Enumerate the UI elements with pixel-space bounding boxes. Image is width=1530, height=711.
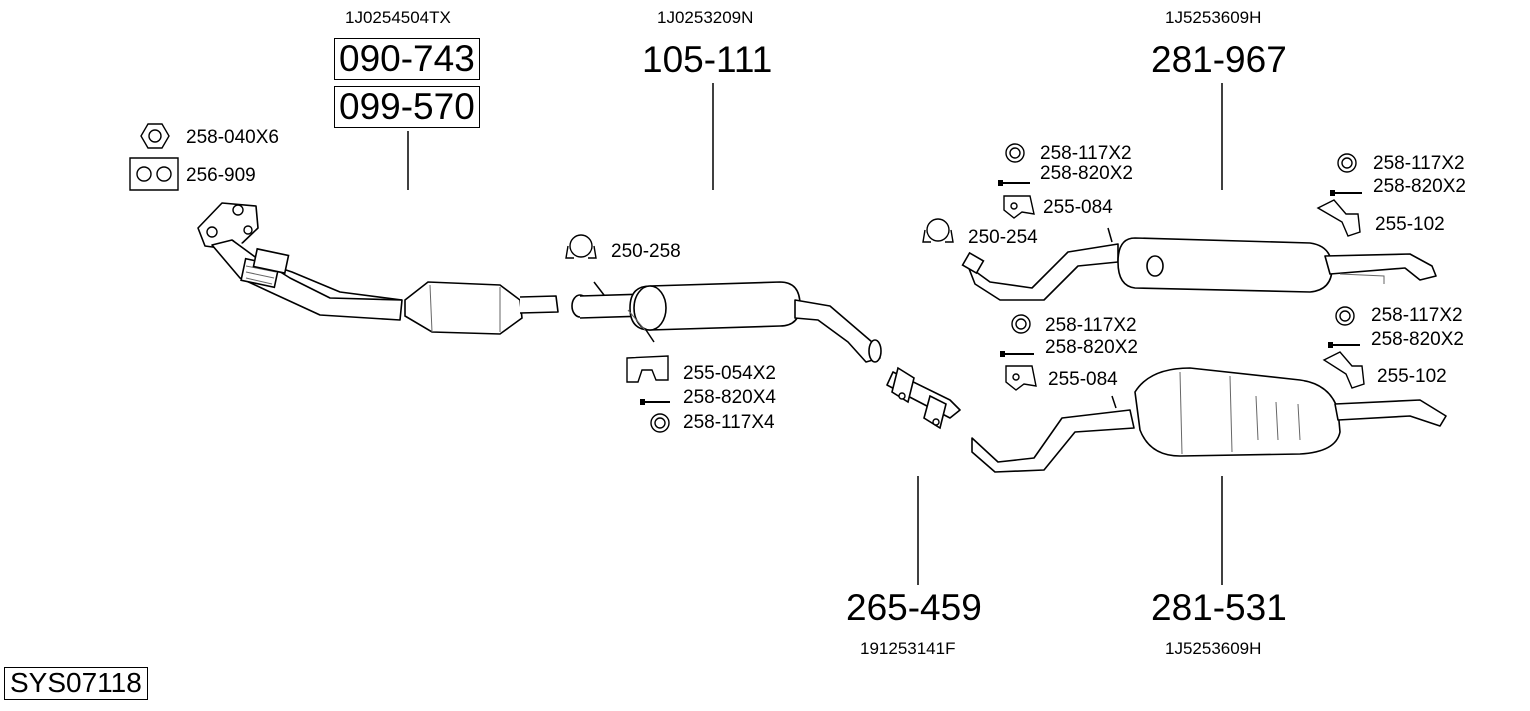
rear-silencer-upper-drawing bbox=[961, 227, 1437, 301]
bolt-icon bbox=[1330, 190, 1362, 196]
bolt-icon bbox=[1000, 351, 1034, 357]
accessory-gasket-label: 256-909 bbox=[186, 165, 256, 186]
middle-silencer-drawing bbox=[571, 281, 882, 363]
rubber-ring-icon bbox=[1337, 153, 1357, 173]
accessory-bracket-label: 255-102 bbox=[1377, 366, 1447, 387]
bolt-icon bbox=[1328, 342, 1360, 348]
part-number-front-pipe-2: 099-570 bbox=[334, 86, 480, 128]
part-number-middle-silencer: 105-111 bbox=[642, 39, 773, 80]
connector-drawing bbox=[886, 366, 961, 430]
bolt-icon bbox=[998, 180, 1030, 186]
oe-number-front-pipe: 1J0254504TX bbox=[345, 8, 451, 27]
accessory-bolt-label: 258-820X2 bbox=[1045, 337, 1138, 358]
part-number-front-pipe-1: 090-743 bbox=[334, 38, 480, 80]
bracket-icon bbox=[1322, 351, 1365, 389]
accessory-bracket-label: 255-084 bbox=[1043, 197, 1113, 218]
front-pipe-drawing bbox=[197, 202, 559, 335]
part-number-rear-silencer-upper: 281-967 bbox=[1151, 39, 1287, 80]
part-number-connector: 265-459 bbox=[846, 587, 982, 628]
rubber-ring-icon bbox=[650, 413, 670, 433]
accessory-bracket-label: 255-102 bbox=[1375, 214, 1445, 235]
accessory-ring-label: 258-117X2 bbox=[1040, 143, 1132, 164]
accessory-nut-label: 258-040X6 bbox=[186, 127, 279, 148]
accessory-ring-label: 258-117X2 bbox=[1373, 153, 1465, 174]
clamp-icon bbox=[565, 234, 597, 259]
bolt-icon bbox=[640, 399, 670, 405]
hex-nut-icon bbox=[140, 123, 170, 149]
accessory-ring-label: 258-117X4 bbox=[683, 412, 775, 433]
accessory-bolt-label: 258-820X2 bbox=[1373, 176, 1466, 197]
clamp-icon bbox=[922, 218, 954, 243]
accessory-bracket-label: 255-054X2 bbox=[683, 363, 776, 384]
system-code: SYS07118 bbox=[4, 667, 148, 700]
rubber-hanger-icon bbox=[1003, 195, 1035, 219]
oe-number-connector: 191253141F bbox=[860, 639, 956, 658]
accessory-bracket-label: 255-084 bbox=[1048, 369, 1118, 390]
oe-number-middle-silencer: 1J0253209N bbox=[657, 8, 754, 27]
bracket-icon bbox=[626, 355, 669, 383]
accessory-ring-label: 258-117X2 bbox=[1045, 315, 1137, 336]
accessory-bolt-label: 258-820X4 bbox=[683, 387, 776, 408]
gasket-icon bbox=[129, 157, 179, 191]
accessory-ring-label: 258-117X2 bbox=[1371, 305, 1463, 326]
rubber-ring-icon bbox=[1335, 306, 1355, 326]
bracket-icon bbox=[1316, 199, 1361, 237]
rubber-ring-icon bbox=[1011, 314, 1031, 334]
rubber-hanger-icon bbox=[1005, 365, 1037, 391]
accessory-clamp-label: 250-258 bbox=[611, 241, 681, 262]
rubber-ring-icon bbox=[1005, 143, 1025, 163]
oe-number-rear-silencer-lower: 1J5253609H bbox=[1165, 639, 1262, 658]
oe-number-rear-silencer-upper: 1J5253609H bbox=[1165, 8, 1262, 27]
rear-silencer-lower-drawing bbox=[971, 367, 1447, 473]
accessory-bolt-label: 258-820X2 bbox=[1040, 163, 1133, 184]
accessory-bolt-label: 258-820X2 bbox=[1371, 329, 1464, 350]
accessory-clamp-label: 250-254 bbox=[968, 227, 1038, 248]
part-number-rear-silencer-lower: 281-531 bbox=[1151, 587, 1287, 628]
